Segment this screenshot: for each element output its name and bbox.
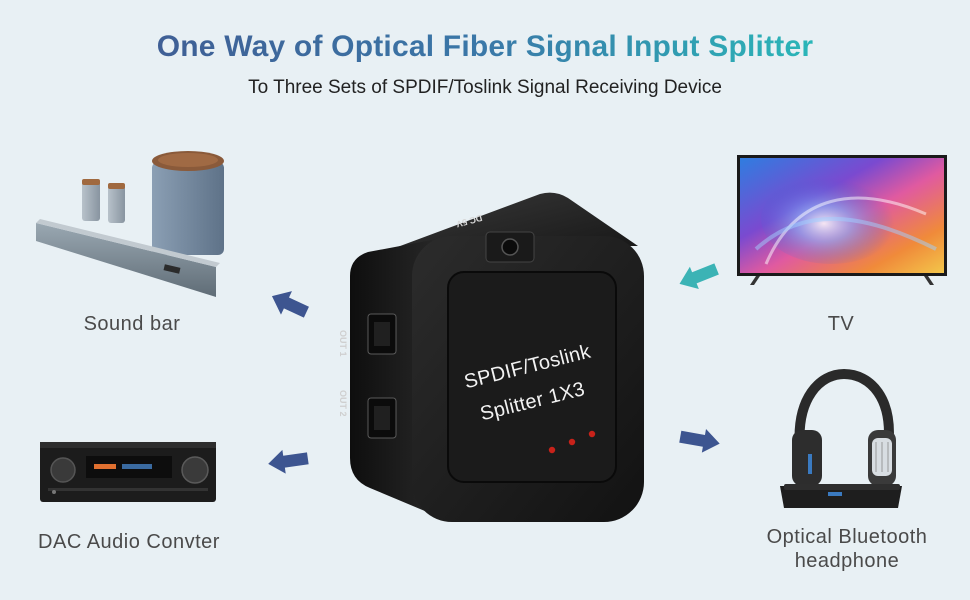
arrow-icon [679, 429, 720, 453]
headphone-label-line1: Optical Bluetooth [766, 526, 928, 548]
dac-receiver-image [40, 442, 216, 502]
page-subtitle: To Three Sets of SPDIF/Toslink Signal Re… [248, 77, 722, 98]
headphone-image [780, 368, 902, 508]
sound-bar-label: Sound bar [83, 313, 181, 335]
arrow-icon [679, 263, 719, 289]
title-wrap: One Way of Optical Fiber Signal Input Sp… [0, 30, 970, 64]
headphone-label-line2: headphone [794, 550, 900, 572]
page-title: One Way of Optical Fiber Signal Input Sp… [156, 30, 814, 63]
tv-label: TV [827, 313, 855, 335]
splitter-device-image [350, 192, 644, 522]
tv-image [737, 155, 947, 285]
sound-bar-image [36, 151, 224, 297]
arrow-icon [271, 291, 309, 318]
splitter-port-out2-label: OUT 2 [338, 390, 348, 417]
splitter-port-out1-label: OUT 1 [338, 330, 348, 357]
dac-label: DAC Audio Convter [38, 531, 220, 553]
arrow-icon [268, 449, 309, 474]
